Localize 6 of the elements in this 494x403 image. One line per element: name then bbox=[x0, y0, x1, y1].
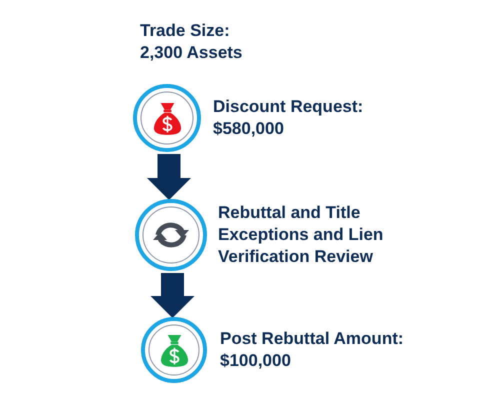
step-text: Post Rebuttal Amount: $100,000 bbox=[220, 328, 405, 372]
block-arrow bbox=[147, 154, 191, 200]
step-text: Rebuttal and Title Exceptions and Lien Verification Review bbox=[218, 202, 384, 268]
heading-text: Trade Size: 2,300 Assets bbox=[140, 20, 244, 64]
step-text: Discount Request: $580,000 bbox=[213, 96, 364, 140]
block-arrow bbox=[150, 273, 194, 318]
